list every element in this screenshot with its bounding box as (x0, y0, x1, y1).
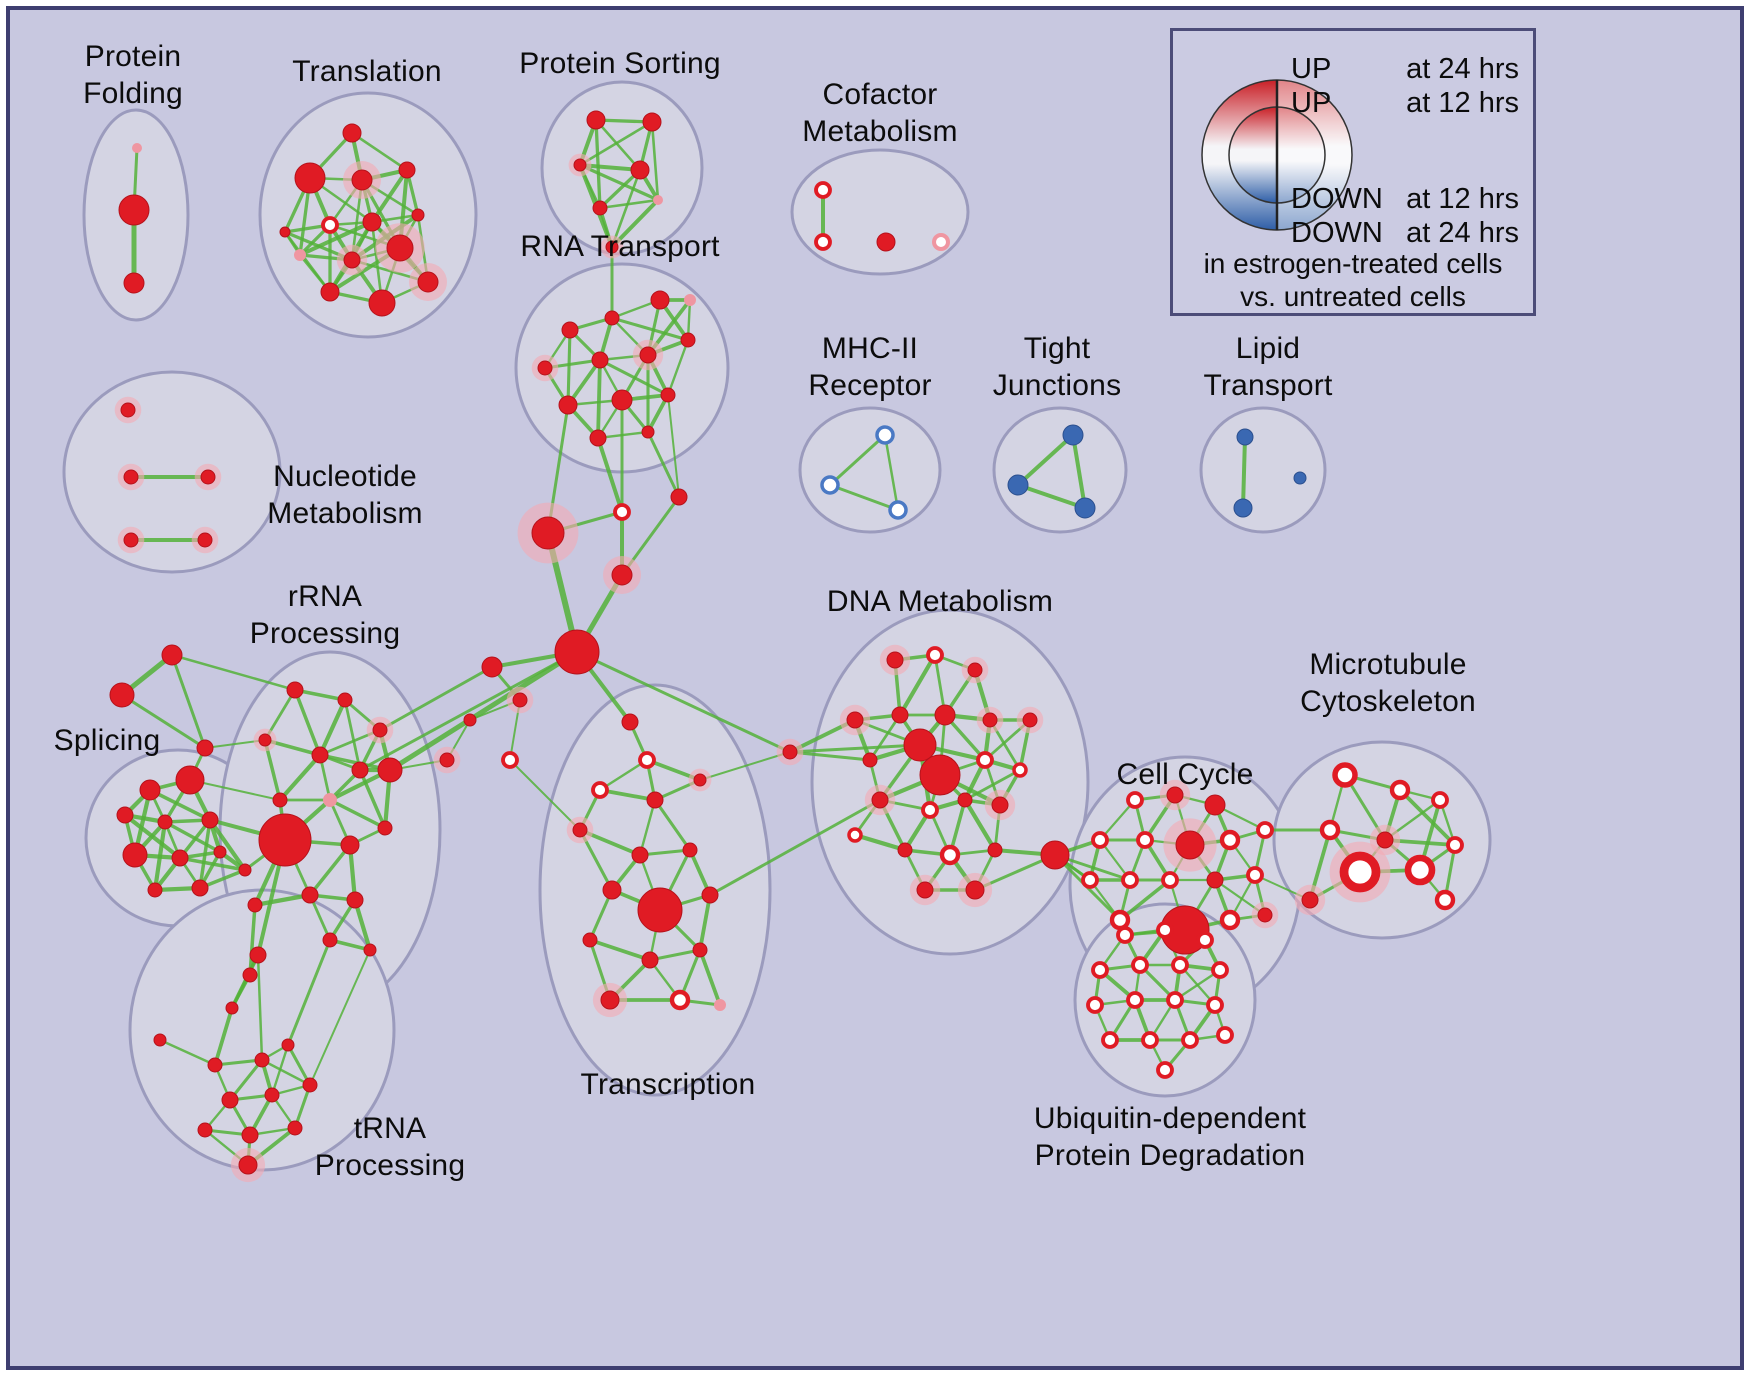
legend-label: UP (1291, 53, 1332, 85)
legend-time: at 24 hrs (1406, 53, 1519, 85)
legend-row-down-24hrs: DOWN at 24 hrs (1291, 217, 1521, 250)
legend-time: at 12 hrs (1406, 183, 1519, 215)
legend-caption: in estrogen-treated cells vs. untreated … (1203, 248, 1503, 312)
legend-row-up-12hrs: UP at 12 hrs (1291, 87, 1521, 120)
legend-row-down-12hrs: DOWN at 12 hrs (1291, 183, 1521, 216)
legend-box: UP at 24 hrs UP at 12 hrs DOWN at 12 hrs DO… (1170, 28, 1536, 316)
legend-time: at 12 hrs (1406, 87, 1519, 119)
up-down-rings-icon (1201, 79, 1353, 231)
legend-row-up-24hrs: UP at 24 hrs (1291, 53, 1521, 86)
legend-label: UP (1291, 87, 1332, 119)
legend-label: DOWN (1291, 183, 1383, 215)
legend-label: DOWN (1291, 217, 1383, 249)
network-nodes (109, 110, 1464, 1183)
legend-time: at 24 hrs (1406, 217, 1519, 249)
